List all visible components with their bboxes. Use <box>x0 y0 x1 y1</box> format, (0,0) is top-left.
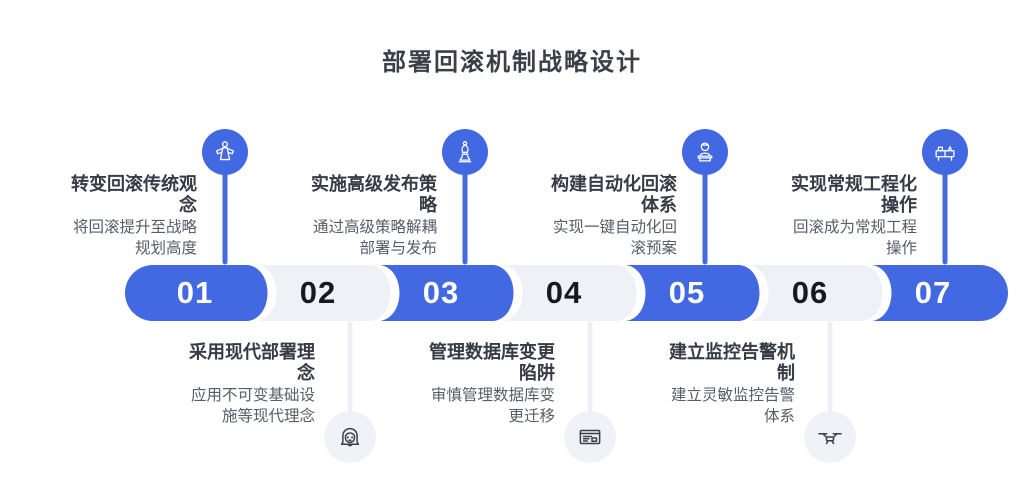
timeline-segment-01 <box>125 265 268 321</box>
step-01-subtitle: 将回滚提升至战略 规划高度 <box>72 219 197 257</box>
step-01-title: 转变回滚传统观 念 <box>71 174 197 215</box>
timeline-segment-03 <box>380 265 514 321</box>
step-07-icon-circle <box>922 129 968 175</box>
step-06-subtitle: 建立灵敏监控告警 体系 <box>670 387 795 425</box>
woman-face-icon <box>340 427 360 447</box>
step-01-text-block: 转变回滚传统观 念 将回滚提升至战略 规划高度 <box>45 174 197 259</box>
step-07-title: 实现常规工程化 操作 <box>791 174 917 215</box>
step-number-03: 03 <box>422 275 460 310</box>
step-03-text-block: 实施高级发布策 略 通过高级策略解耦 部署与发布 <box>285 174 437 259</box>
drone-icon <box>818 433 842 445</box>
step-02-subtitle: 应用不可变基础设 施等现代理念 <box>190 387 315 425</box>
step-number-06: 06 <box>791 275 829 310</box>
step-07-text-block: 实现常规工程化 操作 回滚成为常规工程 操作 <box>765 174 917 259</box>
step-06-icon-circle <box>804 411 856 463</box>
step-06-title: 建立监控告警机 制 <box>669 342 795 383</box>
timeline-segment-02 <box>257 265 391 321</box>
page-title: 部署回滚机制战略设计 <box>382 49 642 76</box>
step-05-subtitle: 实现一键自动化回 滚预案 <box>552 219 677 257</box>
timeline-segment-04 <box>503 265 637 321</box>
step-02-title: 采用现代部署理 念 <box>189 342 315 383</box>
step-07-subtitle: 回滚成为常规工程 操作 <box>792 219 917 257</box>
timeline-segment-07 <box>872 265 1008 321</box>
step-01-icon-circle <box>202 129 248 175</box>
chess-piece-icon <box>458 141 472 163</box>
statue-bust-icon <box>697 142 713 162</box>
step-number-07: 07 <box>914 275 952 310</box>
step-04-icon-circle <box>564 411 616 463</box>
step-03-subtitle: 通过高级策略解耦 部署与发布 <box>312 219 437 257</box>
step-03-title: 实施高级发布策 略 <box>311 174 437 215</box>
step-05-icon-circle <box>682 129 728 175</box>
person-figure-icon <box>215 141 235 161</box>
step-number-05: 05 <box>668 275 706 310</box>
step-04-text-block: 管理数据库变更 陷阱 审慎管理数据库变 更迁移 <box>403 342 555 427</box>
workbench-icon <box>935 146 955 161</box>
step-06-text-block: 建立监控告警机 制 建立灵敏监控告警 体系 <box>643 342 795 427</box>
step-number-01: 01 <box>176 275 214 310</box>
step-04-subtitle: 审慎管理数据库变 更迁移 <box>430 387 555 425</box>
timeline-segment-06 <box>749 265 883 321</box>
timeline-segment-05 <box>626 265 760 321</box>
step-05-text-block: 构建自动化回滚 体系 实现一键自动化回 滚预案 <box>525 174 677 259</box>
step-03-icon-circle <box>442 129 488 175</box>
step-05-title: 构建自动化回滚 体系 <box>551 174 677 215</box>
step-02-text-block: 采用现代部署理 念 应用不可变基础设 施等现代理念 <box>163 342 315 427</box>
step-04-title: 管理数据库变更 陷阱 <box>429 342 555 383</box>
step-number-02: 02 <box>299 275 337 310</box>
step-02-icon-circle <box>324 411 376 463</box>
id-card-icon <box>579 429 601 445</box>
step-number-04: 04 <box>545 275 583 310</box>
